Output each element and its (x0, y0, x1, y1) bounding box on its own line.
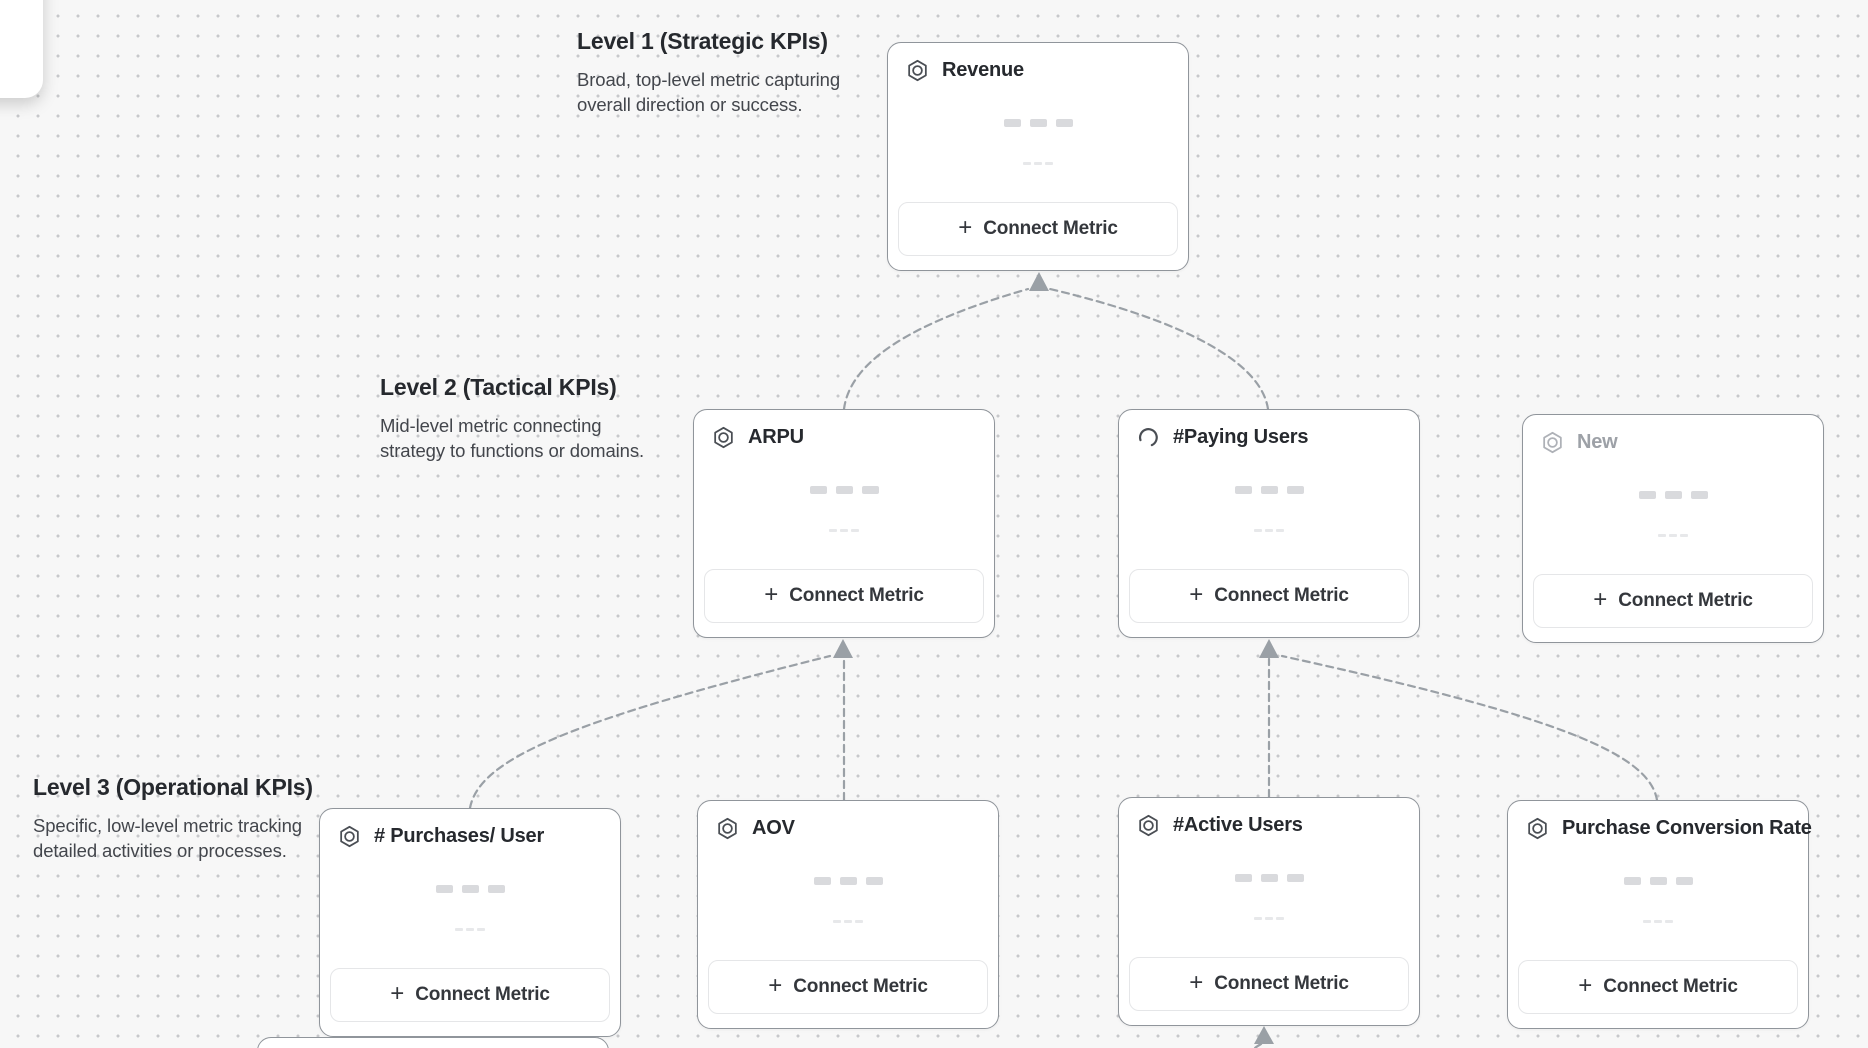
card-header: Purchase Conversion Rate (1525, 816, 1812, 841)
kpi-card[interactable]: ARPU + Connect Metric (693, 409, 995, 638)
hexagon-node-icon (1136, 813, 1161, 838)
skeleton-bars (1523, 491, 1823, 499)
connect-metric-button[interactable]: + Connect Metric (1129, 569, 1409, 623)
section-level2-desc: Mid-level metric connecting strategy to … (380, 415, 645, 461)
connect-metric-button[interactable]: + Connect Metric (704, 569, 984, 623)
skeleton-dashes (698, 920, 998, 923)
skeleton-bars (694, 486, 994, 494)
skeleton-dashes (1508, 920, 1808, 923)
plus-icon: + (764, 581, 779, 608)
section-level3-title: Level 3 (Operational KPIs) (33, 774, 313, 800)
connect-metric-label: Connect Metric (1214, 585, 1349, 606)
connect-metric-label: Connect Metric (983, 218, 1118, 239)
spinner-icon (1136, 425, 1161, 450)
hexagon-node-icon (905, 58, 930, 83)
hexagon-node-icon (711, 425, 736, 450)
skeleton-bars (1508, 877, 1808, 885)
plus-icon: + (390, 980, 405, 1007)
skeleton-dashes (694, 529, 994, 532)
section-level3: Level 3 (Operational KPIs) Specific, low… (33, 774, 313, 863)
hexagon-node-icon (1525, 816, 1550, 841)
section-level1: Level 1 (Strategic KPIs) Broad, top-leve… (577, 28, 840, 117)
card-header: AOV (715, 816, 795, 841)
skeleton-bars (1119, 486, 1419, 494)
hexagon-node-icon (337, 824, 362, 849)
plus-icon: + (1189, 581, 1204, 608)
skeleton-dashes (1523, 534, 1823, 537)
card-title: Purchase Conversion Rate (1562, 817, 1812, 839)
connect-metric-label: Connect Metric (793, 976, 928, 997)
connect-metric-label: Connect Metric (1214, 973, 1349, 994)
plus-icon: + (1593, 586, 1608, 613)
card-title: AOV (752, 817, 795, 839)
skeleton-bars (698, 877, 998, 885)
kpi-card[interactable]: New + Connect Metric (1522, 414, 1824, 643)
skeleton-dashes (1119, 917, 1419, 920)
card-title: #Active Users (1173, 814, 1303, 836)
connector-offscreen-activeusers (1253, 1042, 1263, 1048)
card-title: Revenue (942, 59, 1024, 81)
connect-metric-button[interactable]: + Connect Metric (1533, 574, 1813, 628)
arrowhead-revenue (1029, 272, 1049, 291)
skeleton-dashes (888, 162, 1188, 165)
card-title: # Purchases/ User (374, 825, 545, 847)
section-level3-desc: Specific, low-level metric tracking deta… (33, 815, 302, 861)
connector-purchases-arpu (468, 654, 832, 810)
skeleton-dashes (1119, 529, 1419, 532)
plus-icon: + (768, 972, 783, 999)
connect-metric-button[interactable]: + Connect Metric (1129, 957, 1409, 1011)
section-level2: Level 2 (Tactical KPIs) Mid-level metric… (380, 374, 644, 463)
card-title: New (1577, 431, 1618, 453)
connector-arpu-revenue (842, 287, 1030, 411)
toolbar-panel[interactable] (0, 0, 43, 98)
arrowhead-arpu (833, 639, 853, 658)
connect-metric-label: Connect Metric (789, 585, 924, 606)
hexagon-node-icon (715, 816, 740, 841)
card-title: #Paying Users (1173, 426, 1309, 448)
plus-icon: + (958, 214, 973, 241)
kpi-card[interactable]: Revenue + Connect Metric (887, 42, 1189, 271)
kpi-card[interactable]: Purchase Conversion Rate + Connect Metri… (1507, 800, 1812, 1029)
connect-metric-button[interactable]: + Connect Metric (1518, 960, 1798, 1014)
section-level1-desc: Broad, top-level metric capturing overal… (577, 69, 841, 115)
connect-metric-label: Connect Metric (1603, 976, 1738, 997)
connect-metric-button[interactable]: + Connect Metric (330, 968, 610, 1022)
kpi-card[interactable]: #Active Users + Connect Metric (1118, 797, 1420, 1026)
skeleton-bars (1119, 874, 1419, 882)
plus-icon: + (1189, 969, 1204, 996)
card-header: #Active Users (1136, 813, 1303, 838)
skeleton-bars (320, 885, 620, 893)
connect-metric-label: Connect Metric (415, 984, 550, 1005)
skeleton-dashes (320, 928, 620, 931)
card-header: Revenue (905, 58, 1024, 83)
kpi-card[interactable]: # Purchases/ User + Connect Metric (319, 808, 621, 1037)
connector-payingusers-revenue (1048, 287, 1270, 411)
connector-pcr-payingusers (1280, 654, 1659, 802)
card-header: # Purchases/ User (337, 824, 544, 849)
card-header: ARPU (711, 425, 804, 450)
section-level1-title: Level 1 (Strategic KPIs) (577, 28, 828, 54)
section-level2-title: Level 2 (Tactical KPIs) (380, 374, 617, 400)
connect-metric-label: Connect Metric (1618, 590, 1753, 611)
arrowhead-payingusers (1259, 639, 1279, 658)
skeleton-bars (888, 119, 1188, 127)
arrowhead-activeusers (1254, 1026, 1274, 1044)
kpi-card[interactable]: #Paying Users + Connect Metric (1118, 409, 1420, 638)
connect-metric-button[interactable]: + Connect Metric (708, 960, 988, 1014)
card-header: #Paying Users (1136, 425, 1308, 450)
plus-icon: + (1578, 972, 1593, 999)
kpi-card-partial[interactable] (257, 1037, 609, 1048)
card-header: New (1540, 430, 1618, 455)
kpi-card[interactable]: AOV + Connect Metric (697, 800, 999, 1029)
connect-metric-button[interactable]: + Connect Metric (898, 202, 1178, 256)
card-title: ARPU (748, 426, 804, 448)
hexagon-node-icon (1540, 430, 1565, 455)
